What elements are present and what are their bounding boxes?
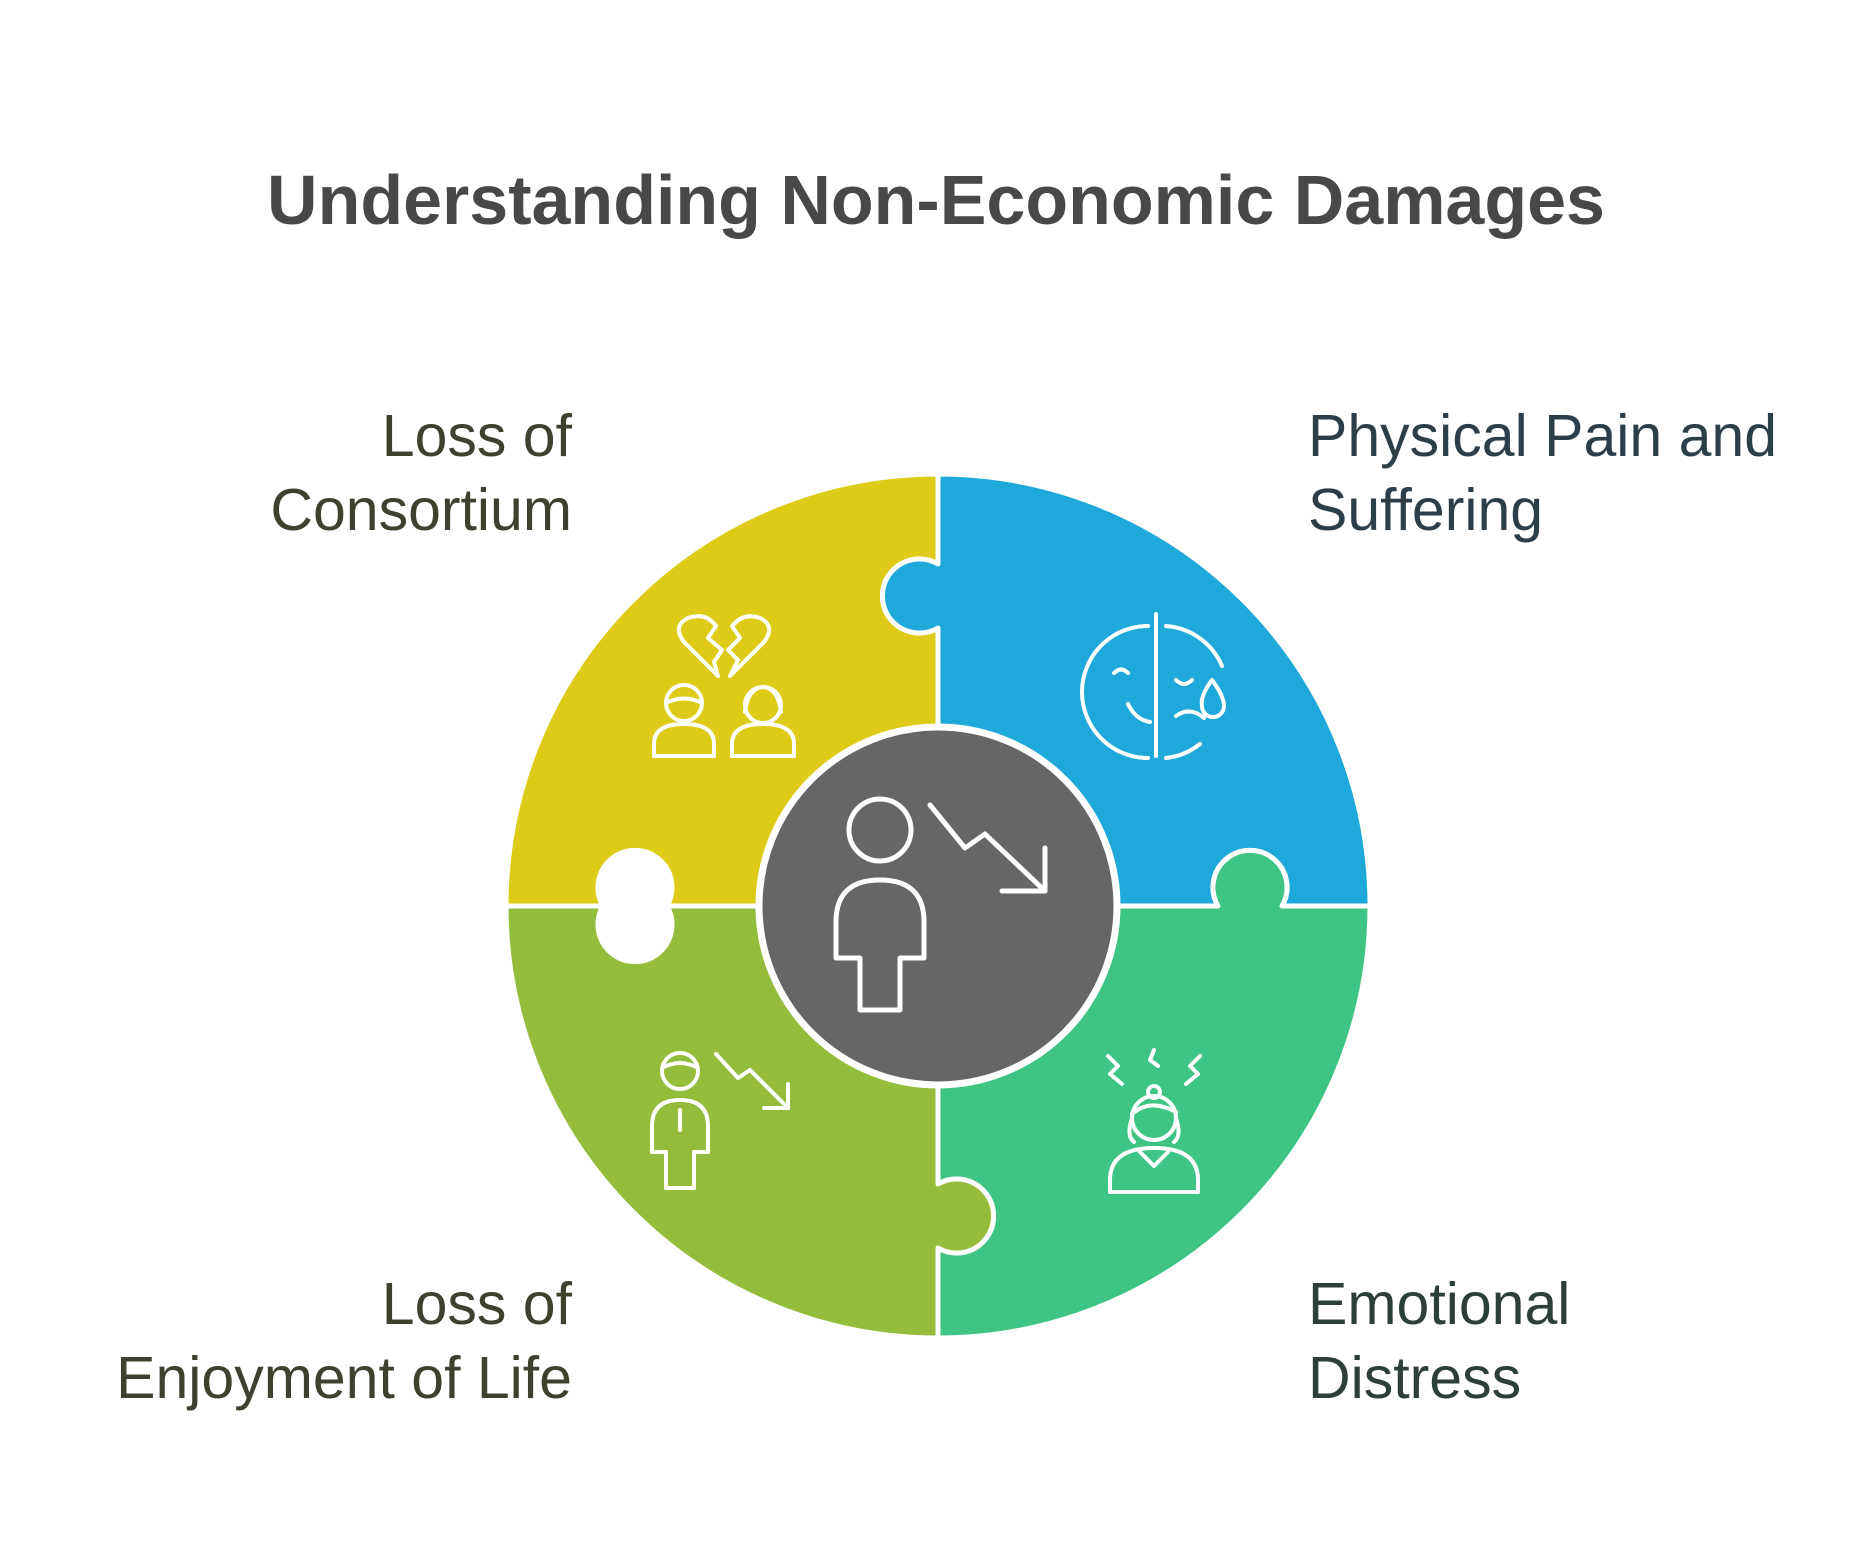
person-decline-icon <box>833 796 1048 1013</box>
center-circle <box>757 725 1119 1087</box>
label-line: Physical Pain and <box>1308 403 1778 469</box>
label-line: Enjoyment of Life <box>116 1345 572 1411</box>
label-emotional-distress: Emotional Distress <box>1308 1267 1868 1415</box>
label-line: Emotional <box>1308 1271 1571 1337</box>
person-decline-arrow-icon <box>650 1051 790 1190</box>
broken-heart-couple-icon <box>652 614 796 758</box>
stressed-woman-icon <box>1106 1048 1202 1194</box>
label-line: Loss of <box>381 403 572 469</box>
label-loss-of-enjoyment-of-life: Loss of Enjoyment of Life <box>52 1267 572 1415</box>
page-title: Understanding Non-Economic Damages <box>267 161 1605 239</box>
label-line: Consortium <box>270 477 572 543</box>
label-line: Suffering <box>1308 477 1544 543</box>
half-sad-face-tear-icon <box>1080 612 1226 760</box>
label-line: Distress <box>1308 1345 1522 1411</box>
label-loss-of-consortium: Loss of Consortium <box>52 399 572 547</box>
label-physical-pain-and-suffering: Physical Pain and Suffering <box>1308 399 1868 547</box>
label-line: Loss of <box>381 1271 572 1337</box>
segment-loss-of-enjoyment-of-life <box>503 903 996 1341</box>
